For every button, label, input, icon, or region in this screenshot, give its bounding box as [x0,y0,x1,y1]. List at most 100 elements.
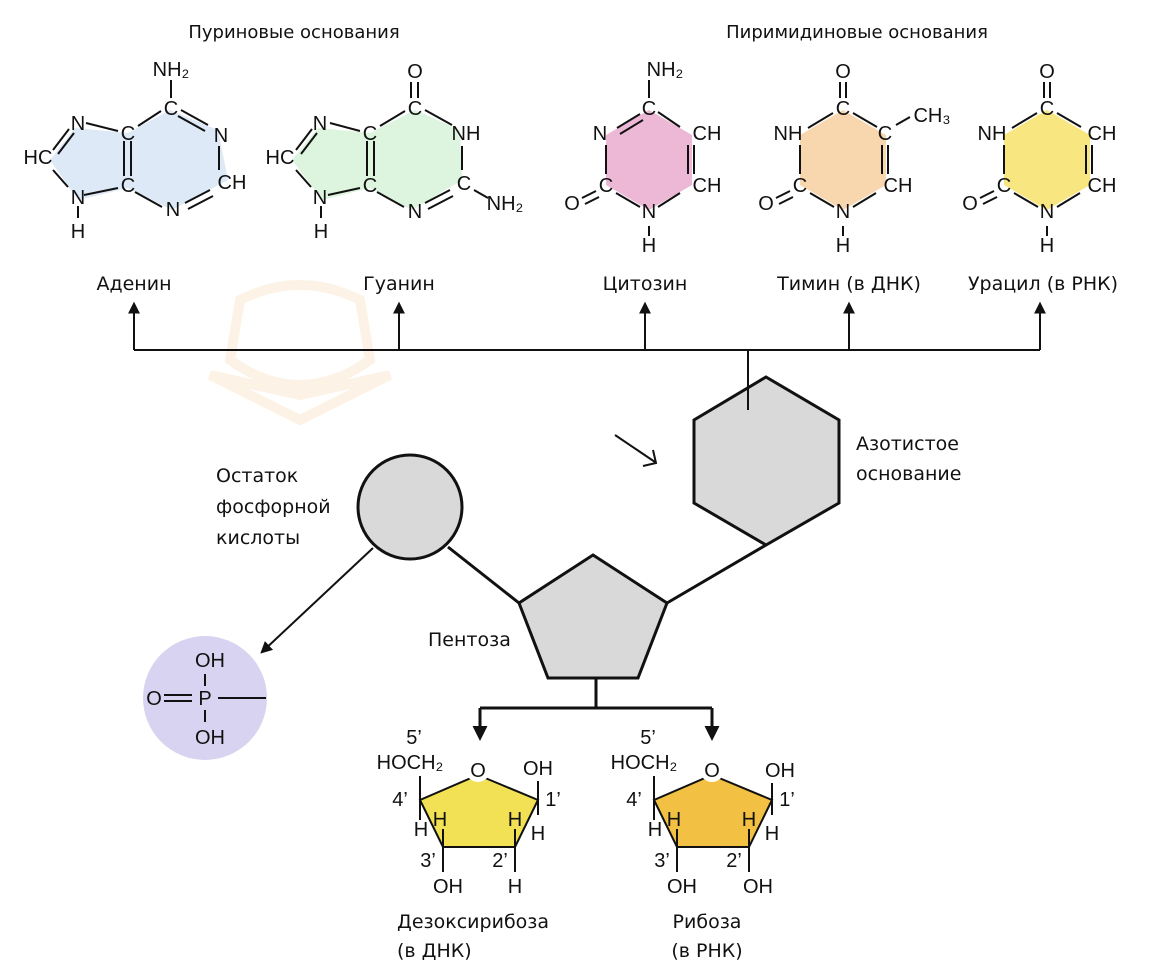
svg-text:O: O [1039,61,1055,83]
svg-text:5’: 5’ [406,727,422,749]
phosphate-detail-arrow [260,547,374,654]
base-label-line1: Азотистое [856,433,959,455]
svg-text:H: H [71,221,85,243]
svg-text:N: N [71,113,85,135]
svg-text:N: N [214,125,228,147]
svg-text:5’: 5’ [640,727,656,749]
ribose-structure: O 5’ HOCH₂ 4’ H H 3’ OH H 2’ OH OH 1’ H [611,727,795,898]
svg-text:O: O [962,193,978,215]
svg-text:O: O [407,61,423,83]
pyrimidines-header: Пиримидиновые основания [726,22,988,43]
svg-text:O: O [758,193,774,215]
ribose-label-line1: Рибоза [673,911,742,933]
svg-text:C: C [642,98,656,120]
svg-text:NH₂: NH₂ [647,59,684,81]
svg-text:HOCH₂: HOCH₂ [377,752,444,774]
svg-text:NH: NH [978,123,1007,145]
svg-text:3’: 3’ [420,850,436,872]
pentose-label: Пентоза [428,629,511,651]
svg-text:H: H [508,809,522,831]
adenine-structure: NH₂ C N C N HC CH C N N H [24,59,247,243]
deoxyribose-ring-fill [418,773,540,848]
phosphate-label-line2: фосфорной [216,496,331,518]
ribose-ring-fill [652,773,774,848]
svg-text:NH₂: NH₂ [487,193,524,215]
uracil-label: Урацил (в РНК) [968,273,1118,295]
svg-text:H: H [836,235,850,257]
svg-text:H: H [1040,235,1054,257]
sugar-distribution-lines [472,678,720,741]
nitrogenous-base-hexagon [692,375,841,547]
svg-text:H: H [667,809,681,831]
cytosine-ring-fill [606,110,692,210]
base-distribution-lines [128,301,1046,351]
deoxyribose-label-line2: (в ДНК) [397,940,472,962]
svg-text:O: O [146,688,162,710]
svg-text:C: C [121,123,135,145]
svg-text:P: P [198,688,211,710]
thymine-ring-fill [800,110,886,210]
svg-text:N: N [1040,201,1054,223]
svg-text:N: N [313,113,327,135]
cytosine-label: Цитозин [603,273,688,295]
svg-text:OH: OH [523,758,553,780]
cytosine-structure: NH₂ C N CH C CH O N H [564,59,721,257]
svg-text:2’: 2’ [492,850,508,872]
svg-text:N: N [408,201,422,223]
phosphate-pentose-bond [447,545,520,605]
svg-text:C: C [363,123,377,145]
svg-text:N: N [642,201,656,223]
svg-text:HC: HC [266,147,295,169]
guanine-structure: O C N C NH HC C C N N NH₂ H [266,61,524,243]
svg-text:H: H [508,876,522,898]
base-label-line2: основание [856,463,961,485]
svg-text:NH₂: NH₂ [153,59,190,81]
phosphoric-acid-structure: OH O P OH [143,636,267,760]
svg-text:H: H [648,819,662,841]
svg-text:H: H [765,823,779,845]
svg-text:OH: OH [195,727,225,749]
svg-text:H: H [414,819,428,841]
svg-text:OH: OH [743,876,773,898]
svg-text:OH: OH [667,876,697,898]
phosphate-label-line1: Остаток [216,465,298,487]
deoxyribose-label-line1: Дезоксирибоза [397,911,549,933]
svg-text:C: C [363,175,377,197]
svg-text:C: C [457,173,471,195]
svg-text:N: N [593,123,607,145]
svg-text:CH: CH [884,175,913,197]
pointer-arrow-icon [614,434,658,467]
svg-text:HC: HC [24,147,53,169]
svg-text:HOCH₂: HOCH₂ [611,752,678,774]
svg-text:1’: 1’ [545,789,561,811]
deoxyribose-structure: O 5’ HOCH₂ 4’ H H 3’ OH H 2’ H OH 1’ H [377,727,561,898]
svg-text:H: H [433,809,447,831]
svg-text:H: H [742,809,756,831]
svg-text:1’: 1’ [779,789,795,811]
svg-text:C: C [793,175,807,197]
adenine-ring-fill [50,110,228,210]
svg-text:CH: CH [1088,175,1117,197]
svg-text:OH: OH [195,650,225,672]
guanine-label: Гуанин [363,273,435,295]
phosphate-label-line3: кислоты [216,527,300,549]
svg-text:C: C [121,175,135,197]
svg-text:OH: OH [765,760,795,782]
svg-text:3’: 3’ [654,850,670,872]
svg-text:C: C [878,123,892,145]
svg-text:CH: CH [693,175,722,197]
svg-text:C: C [599,175,613,197]
watermark-logo [207,280,393,426]
svg-text:C: C [1040,98,1054,120]
svg-text:O: O [470,760,486,782]
svg-text:O: O [564,193,580,215]
svg-text:OH: OH [433,876,463,898]
svg-text:CH: CH [693,123,722,145]
pentose-base-bond [666,543,767,605]
uracil-structure: O C NH CH C CH O N H [962,61,1116,257]
ribose-label-line2: (в РНК) [671,940,742,962]
phosphate-circle [356,453,464,561]
uracil-ring-fill [1004,110,1090,210]
svg-text:C: C [164,98,178,120]
svg-text:O: O [835,61,851,83]
